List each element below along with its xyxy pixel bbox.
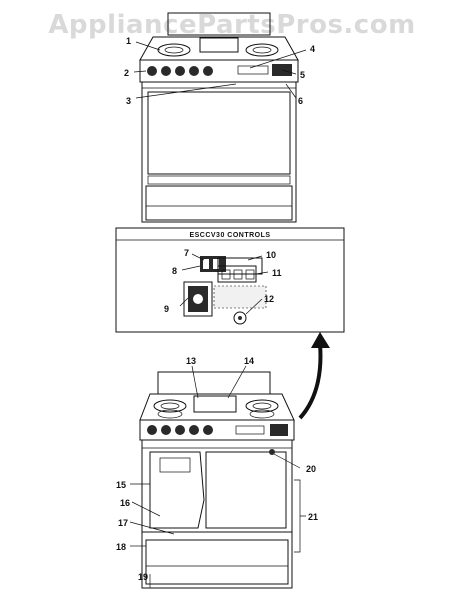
callout-5: 5 [300, 70, 305, 80]
callout-18: 18 [116, 542, 126, 552]
bottom-range-body [141, 439, 293, 589]
top-range [139, 12, 299, 223]
bottom-burner-2 [245, 399, 279, 413]
pointer-arrow [298, 332, 330, 420]
callout-7: 7 [184, 248, 189, 258]
knob [147, 66, 157, 76]
control-knob-part [233, 311, 247, 325]
oven-cavity [205, 451, 287, 529]
knob [175, 425, 185, 435]
callout-1: 1 [126, 36, 131, 46]
inset-frame [115, 227, 345, 333]
bottom-cooktop-panel [193, 395, 237, 413]
top-leader-lines [133, 41, 307, 99]
top-cooktop [139, 36, 299, 61]
top-backguard [167, 12, 271, 36]
callout-15: 15 [116, 480, 126, 490]
callout-2: 2 [124, 68, 129, 78]
knob [203, 66, 213, 76]
callout-9: 9 [164, 304, 169, 314]
top-cooktop-panel [199, 37, 239, 53]
bottom-clock-display [235, 425, 265, 435]
callout-17: 17 [118, 518, 128, 528]
callout-4: 4 [310, 44, 315, 54]
callout-6: 6 [298, 96, 303, 106]
callout-20: 20 [306, 464, 316, 474]
bottom-backguard [157, 371, 271, 395]
callout-12: 12 [264, 294, 274, 304]
top-oven-door [147, 91, 291, 175]
knob [189, 425, 199, 435]
top-knobs [147, 66, 213, 76]
knob [147, 425, 157, 435]
knob [189, 66, 199, 76]
infinite-switch [183, 281, 213, 317]
bottom-range [139, 371, 295, 589]
callout-14: 14 [244, 356, 254, 366]
top-burner-1 [157, 43, 191, 57]
bottom-burner-1 [153, 399, 187, 413]
inset-leader-lines [179, 253, 269, 315]
callout-13: 13 [186, 356, 196, 366]
callout-16: 16 [120, 498, 130, 508]
top-range-body [141, 81, 297, 223]
callout-10: 10 [266, 250, 276, 260]
callout-19: 19 [138, 572, 148, 582]
bottom-leader-lines [129, 365, 306, 588]
inset-title: ESCCV30 CONTROLS [189, 232, 270, 239]
inset-controls-box: ESCCV30 CONTROLS [115, 227, 345, 333]
top-clock-display [237, 65, 269, 75]
knob [203, 425, 213, 435]
callout-8: 8 [172, 266, 177, 276]
door-hinge-pin [269, 449, 275, 455]
callout-11: 11 [272, 268, 282, 278]
knob [175, 66, 185, 76]
bottom-surface-burners [153, 399, 279, 419]
side-panel [149, 451, 205, 529]
knob [161, 66, 171, 76]
wiring-area [213, 285, 267, 309]
bracket-21 [294, 479, 306, 553]
bottom-timer-module [270, 424, 288, 436]
callout-21: 21 [308, 512, 318, 522]
bottom-storage-drawer [145, 539, 289, 585]
top-surface-burners [157, 43, 279, 57]
bottom-knobs [147, 425, 213, 435]
arrow-head [311, 332, 330, 348]
top-door-handle [147, 175, 291, 185]
top-burner-2 [245, 43, 279, 57]
callout-3: 3 [126, 96, 131, 106]
knob [161, 425, 171, 435]
top-storage-drawer [145, 185, 293, 221]
